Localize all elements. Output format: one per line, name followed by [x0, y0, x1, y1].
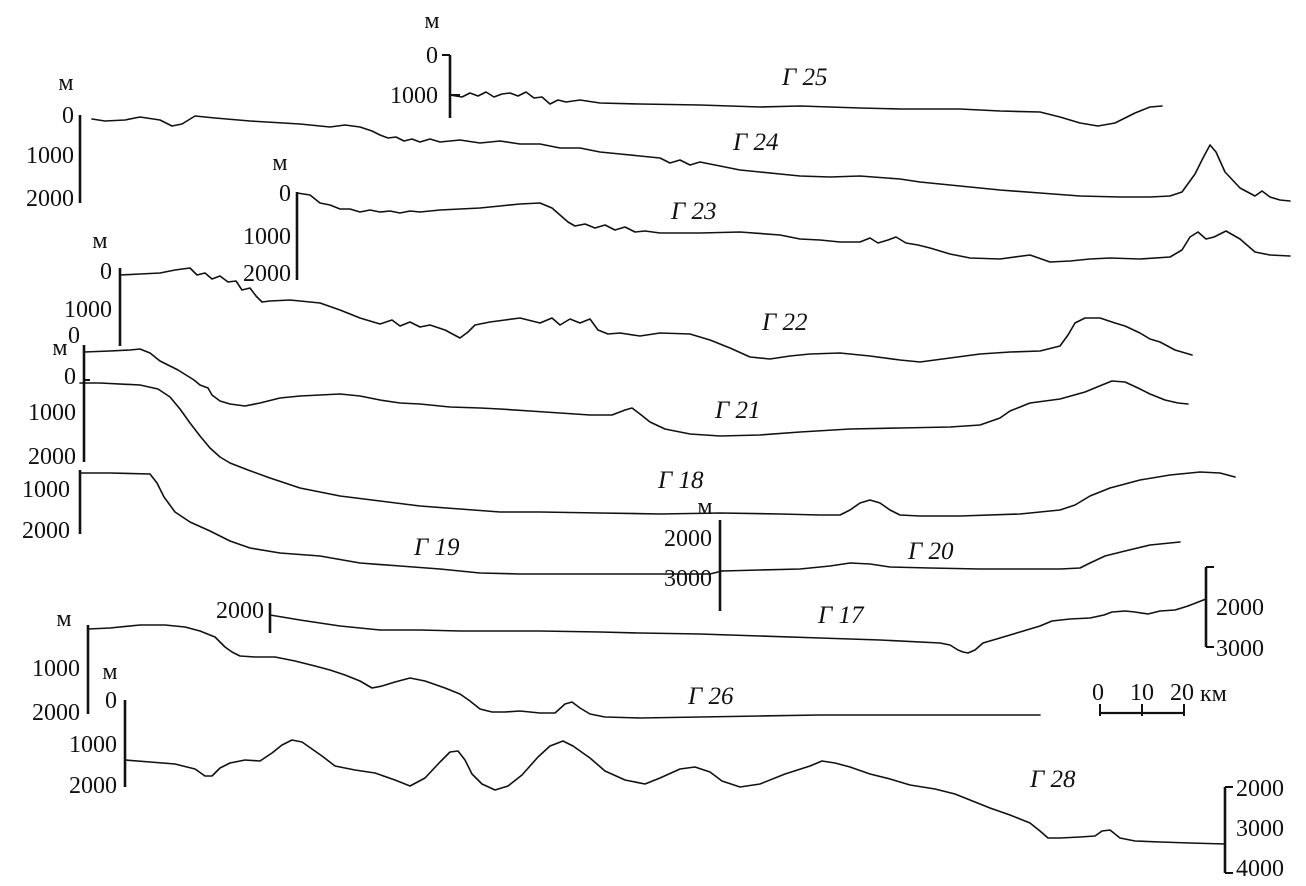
- unit-label: м: [272, 150, 287, 176]
- scale-tick-label: 1000: [69, 732, 117, 758]
- scale-tick-label: 0: [100, 259, 112, 285]
- scale-tick-label: 1000: [22, 477, 70, 503]
- profile-label-g18: Г 18: [657, 467, 704, 494]
- profile-g19-line: [79, 472, 723, 575]
- depth-scale-g18: 1000 2000: [22, 470, 82, 544]
- profile-g23-line: [296, 192, 1291, 263]
- profile-g25-line: [449, 91, 1163, 127]
- scale-tick-label: 2000: [664, 526, 712, 552]
- scale-tick-label: 3000: [664, 566, 712, 592]
- scale-tick-label: 2000: [1236, 776, 1284, 802]
- scale-tick-label: 4000: [1236, 856, 1284, 882]
- profile-g18-line: [79, 382, 1236, 517]
- horizontal-scale-bar: 0 10 20 км: [1092, 680, 1227, 716]
- depth-scale-g21: м 0 1000 2000: [28, 335, 90, 470]
- depth-scale-g28-right: 2000 3000 4000: [1223, 776, 1284, 882]
- scale-tick-label: 1000: [26, 143, 74, 169]
- profile-label-g17: Г 17: [817, 602, 865, 629]
- scale-tick-label: 0: [62, 103, 74, 129]
- profile-g28-line: [124, 739, 1226, 845]
- scale-tick-label: 2000: [1216, 595, 1264, 621]
- unit-label: м: [697, 494, 712, 520]
- depth-scale-g17-right: 2000 3000: [1204, 566, 1264, 662]
- profile-label-g28: Г 28: [1029, 766, 1076, 793]
- scale-tick-label: 2000: [216, 598, 264, 624]
- profile-label-g19: Г 19: [413, 534, 460, 561]
- profile-label-g22: Г 22: [761, 309, 807, 336]
- scale-tick-label: 0: [426, 43, 438, 69]
- unit-label: м: [424, 8, 439, 34]
- scale-tick-label: 1000: [64, 297, 112, 323]
- unit-label: м: [92, 228, 107, 254]
- scale-tick-label: 3000: [1216, 636, 1264, 662]
- depth-scale-g25: м 0 1000: [390, 8, 460, 118]
- profile-label-g24: Г 24: [732, 129, 778, 156]
- scale-tick-label: 0: [68, 323, 80, 349]
- scale-tick-label: 2000: [243, 261, 291, 287]
- scale-tick-label: 1000: [28, 400, 76, 426]
- depth-scale-g28-left: м 0 1000 2000: [69, 659, 127, 799]
- scale-tick-label: 1000: [32, 656, 80, 682]
- profile-label-g21: Г 21: [714, 397, 760, 424]
- scale-tick-label: 2000: [32, 700, 80, 726]
- unit-label: м: [102, 659, 117, 685]
- unit-label: м: [52, 335, 67, 361]
- scale-bar-tick-label: 10: [1130, 680, 1154, 706]
- profile-g26-line: [87, 624, 1041, 719]
- scale-tick-label: 0: [64, 364, 76, 390]
- scale-bar-tick-label: 20: [1170, 680, 1194, 706]
- depth-scale-g17-left: 2000: [216, 598, 272, 633]
- scale-bar-tick-label: 0: [1092, 680, 1104, 706]
- profile-g21-line: [83, 348, 1189, 437]
- unit-label: м: [56, 606, 71, 632]
- profile-label-g23: Г 23: [670, 198, 716, 225]
- scale-bar-unit: км: [1200, 681, 1227, 707]
- profile-label-g20: Г 20: [907, 538, 954, 565]
- profile-g20-line: [721, 541, 1181, 572]
- scale-tick-label: 2000: [26, 186, 74, 212]
- scale-tick-label: 2000: [69, 773, 117, 799]
- unit-label: м: [58, 70, 73, 96]
- profile-label-g25: Г 25: [781, 64, 827, 91]
- profile-g22-line: [119, 267, 1193, 363]
- profile-g17-line: [269, 598, 1207, 654]
- depth-scale-g22: м 0 1000 0: [64, 228, 122, 349]
- scale-tick-label: 0: [279, 181, 291, 207]
- scale-tick-label: 1000: [390, 83, 438, 109]
- depth-scale-g26: м 1000 2000: [32, 606, 90, 726]
- scale-tick-label: 0: [105, 688, 117, 714]
- scale-tick-label: 2000: [28, 444, 76, 470]
- scale-tick-label: 1000: [243, 224, 291, 250]
- scale-tick-label: 3000: [1236, 816, 1284, 842]
- depth-scale-g20: м 2000 3000: [664, 494, 722, 611]
- profile-g24-line: [91, 115, 1291, 202]
- depth-scale-g24: м 0 1000 2000: [26, 70, 82, 212]
- depth-scale-g23: м 0 1000 2000: [243, 150, 299, 287]
- scale-tick-label: 2000: [22, 518, 70, 544]
- profile-label-g26: Г 26: [687, 683, 734, 710]
